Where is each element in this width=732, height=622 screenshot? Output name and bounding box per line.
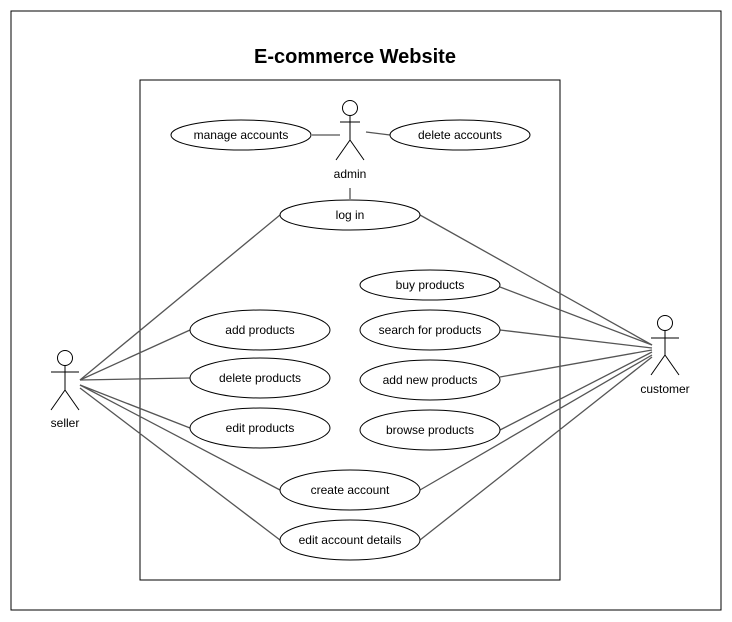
assoc-seller-create-account [79, 384, 281, 491]
actor-label: admin [334, 167, 367, 181]
associations [79, 131, 653, 541]
actor-admin[interactable]: admin [334, 100, 367, 182]
assoc-customer-browse-products [499, 351, 653, 431]
use-case-ellipse [189, 357, 331, 399]
assoc-customer-edit-account-details [419, 356, 653, 541]
use-case-search-for-products[interactable]: search for products [359, 309, 501, 351]
use-case-ellipse [389, 119, 531, 151]
assoc-seller-edit-products [79, 384, 191, 429]
use-case-ellipse [170, 119, 312, 151]
assoc-customer-create-account [419, 354, 653, 491]
use-case-ellipse [359, 269, 501, 301]
assoc-customer-log-in [419, 214, 653, 346]
assoc-seller-edit-account-details [79, 387, 281, 541]
assoc-customer-search-for-products [499, 329, 653, 349]
assoc-admin-delete-accounts [365, 131, 391, 136]
assoc-seller-log-in [79, 214, 281, 381]
use-case-label: create account [311, 483, 390, 497]
use-case-ellipse [359, 309, 501, 351]
use-case-label: manage accounts [194, 128, 289, 142]
use-case-manage-accounts[interactable]: manage accounts [170, 119, 312, 151]
use-case-add-new-products[interactable]: add new products [359, 359, 501, 401]
use-case-create-account[interactable]: create account [279, 469, 421, 511]
outer-frame [10, 10, 722, 611]
use-case-buy-products[interactable]: buy products [359, 269, 501, 301]
use-case-ellipse [359, 409, 501, 451]
actor-customer[interactable]: customer [640, 315, 690, 397]
use-case-label: add new products [383, 373, 478, 387]
use-case-label: edit account details [299, 533, 402, 547]
use-case-label: add products [225, 323, 294, 337]
use-case-delete-products[interactable]: delete products [189, 357, 331, 399]
assoc-seller-add-products [79, 329, 191, 381]
assoc-customer-add-new-products [499, 349, 653, 378]
use-case-ellipse [279, 469, 421, 511]
actor-label: seller [51, 416, 80, 430]
use-case-ellipse [279, 199, 421, 231]
use-case-label: delete accounts [418, 128, 502, 142]
actor-seller[interactable]: seller [50, 350, 80, 431]
use-case-ellipse [359, 359, 501, 401]
diagram-title: E-commerce Website [254, 46, 456, 68]
stick-figure-icon [50, 350, 80, 411]
use-case-ellipse [189, 407, 331, 449]
use-case-label: search for products [379, 323, 482, 337]
stick-figure-icon [335, 100, 365, 161]
use-case-edit-products[interactable]: edit products [189, 407, 331, 449]
use-case-add-products[interactable]: add products [189, 309, 331, 351]
stick-figure-icon [650, 315, 680, 376]
assoc-seller-delete-products [79, 377, 191, 381]
use-case-edit-account-details[interactable]: edit account details [279, 519, 421, 561]
use-case-label: buy products [396, 278, 465, 292]
use-case-label: edit products [226, 421, 295, 435]
use-case-delete-accounts[interactable]: delete accounts [389, 119, 531, 151]
use-case-label: browse products [386, 423, 474, 437]
assoc-customer-buy-products [499, 286, 653, 346]
use-case-log-in[interactable]: log in [279, 199, 421, 231]
use-case-browse-products[interactable]: browse products [359, 409, 501, 451]
actor-label: customer [640, 382, 689, 396]
use-case-ellipse [279, 519, 421, 561]
use-case-label: delete products [219, 371, 301, 385]
use-case-label: log in [336, 208, 365, 222]
use-case-ellipse [189, 309, 331, 351]
